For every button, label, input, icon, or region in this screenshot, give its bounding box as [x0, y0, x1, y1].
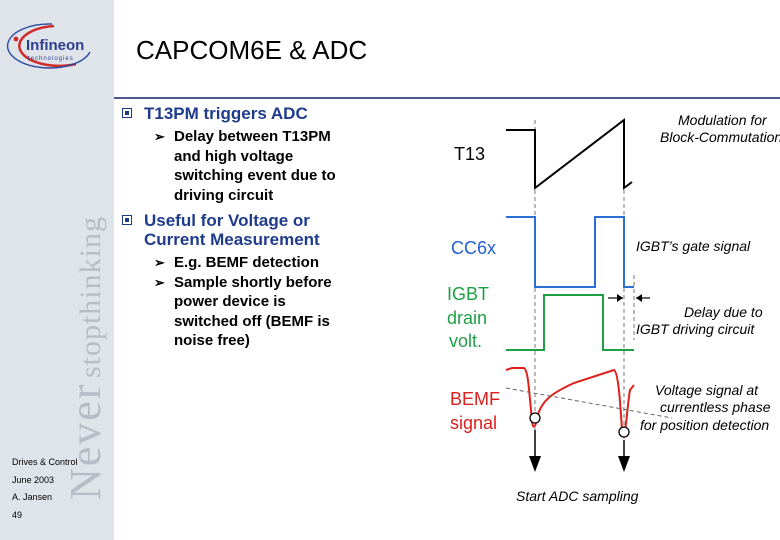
bullet-text: T13PM triggers ADC: [144, 104, 308, 123]
title-divider: [114, 97, 780, 99]
delay-arrowhead-right: [636, 294, 642, 302]
annotation-gate-signal: IGBT’s gate signal: [636, 238, 751, 254]
bemf-reference-line: [505, 387, 673, 419]
footer-author: A. Jansen: [12, 492, 53, 502]
bullet-list: T13PM triggers ADC ➢ Delay between T13PM …: [122, 104, 412, 357]
sub-bullet-cont: driving circuit: [122, 186, 412, 206]
sub-bullet-text: Delay between T13PM: [174, 128, 331, 145]
sub-bullet-cont: noise free): [122, 331, 412, 351]
slide-title: CAPCOM6E & ADC: [136, 35, 368, 65]
sub-bullet-text: and high voltage: [174, 147, 294, 165]
bullet-square-icon: [122, 108, 132, 118]
sidebar: Infineon technologies Never stopthinking…: [0, 0, 114, 540]
igbt-label-1: IGBT: [447, 284, 489, 304]
adc-arrowhead-2: [618, 456, 630, 472]
sample-point-1: [529, 412, 541, 424]
tagline-stop: stop: [74, 324, 107, 379]
sample-point-2: [618, 426, 630, 438]
annotation-adc-sampling: Start ADC sampling: [516, 488, 639, 504]
sub-bullet-list: ➢ E.g. BEMF detection ➢ Sample shortly bef…: [122, 253, 412, 351]
annotation-modulation-1: Modulation for: [678, 112, 768, 128]
delay-arrowhead-left: [617, 294, 623, 302]
sub-bullet-cont: switched off (BEMF is: [122, 312, 412, 332]
igbt-label-3: volt.: [449, 331, 482, 351]
logo-sub: technologies: [28, 56, 74, 62]
igbt-label-2: drain: [447, 308, 487, 328]
igbt-drain-signal: [506, 294, 634, 351]
infineon-logo-graphic: Infineon technologies: [6, 23, 91, 69]
footer-date: June 2003: [12, 475, 55, 485]
sub-bullet-text: noise free): [174, 332, 250, 349]
bemf-label-2: signal: [450, 413, 497, 433]
tagline-never: Never: [61, 382, 110, 501]
cc6x-signal: [506, 216, 634, 288]
footer-page-number: 49: [12, 510, 23, 520]
t13-sawtooth: [506, 117, 633, 191]
sub-bullet: ➢ E.g. BEMF detection: [122, 253, 412, 273]
sub-bullet-text: driving circuit: [174, 186, 274, 204]
tagline: Never stopthinking: [61, 80, 114, 501]
tagline-thinking: thinking: [74, 216, 107, 325]
annotation-delay-1: Delay due to: [684, 304, 763, 320]
arrow-bullet-icon: ➢: [154, 255, 165, 270]
sub-bullet-cont: switching event due to: [122, 166, 412, 186]
sub-bullet-list: ➢ Delay between T13PM and high voltage sw…: [122, 127, 412, 205]
arrow-bullet-icon: ➢: [154, 274, 165, 290]
timing-diagram-svg: T13 CC6x IGBT drain volt. BEMF signal Mo…: [447, 112, 780, 504]
annotation-modulation-2: Block-Commutation: [660, 129, 780, 145]
bemf-label-1: BEMF: [450, 389, 500, 409]
sub-bullet: ➢ Delay between T13PM: [122, 127, 412, 147]
arrow-bullet-icon: ➢: [154, 129, 165, 144]
sub-bullet-text: switched off (BEMF is: [174, 312, 330, 330]
cc6x-label: CC6x: [451, 238, 496, 258]
annotation-voltage-3: for position detection: [640, 417, 769, 433]
bullet-useful: Useful for Voltage or Current Measuremen…: [122, 211, 412, 249]
timing-diagram: T13 CC6x IGBT drain volt. BEMF signal Mo…: [414, 100, 780, 515]
annotation-voltage-1: Voltage signal at: [655, 382, 759, 398]
adc-arrowhead-1: [529, 456, 541, 472]
bullet-t13pm: T13PM triggers ADC: [122, 104, 412, 123]
bullet-text-line2: Current Measurement: [144, 230, 320, 249]
annotation-delay-2: IGBT driving circuit: [636, 321, 755, 337]
sub-bullet-cont: and high voltage: [122, 147, 412, 167]
sub-bullet-text: switching event due to: [174, 167, 336, 184]
annotation-voltage-2: currentless phase: [660, 399, 771, 415]
sub-bullet-text: power device is: [174, 293, 286, 310]
bullet-text: Useful for Voltage or: [144, 211, 310, 230]
infineon-logo: Infineon technologies: [4, 22, 94, 77]
footer-department: Drives & Control: [12, 457, 78, 467]
bemf-signal: [505, 367, 635, 440]
sub-bullet-text: Sample shortly before: [174, 273, 332, 291]
logo-name: Infineon: [26, 37, 84, 54]
sub-bullet: ➢ Sample shortly before: [122, 273, 412, 293]
sub-bullet-cont: power device is: [122, 292, 412, 312]
sub-bullet-text: E.g. BEMF detection: [174, 254, 320, 271]
t13-label: T13: [454, 144, 485, 164]
bullet-square-icon: [122, 215, 132, 225]
